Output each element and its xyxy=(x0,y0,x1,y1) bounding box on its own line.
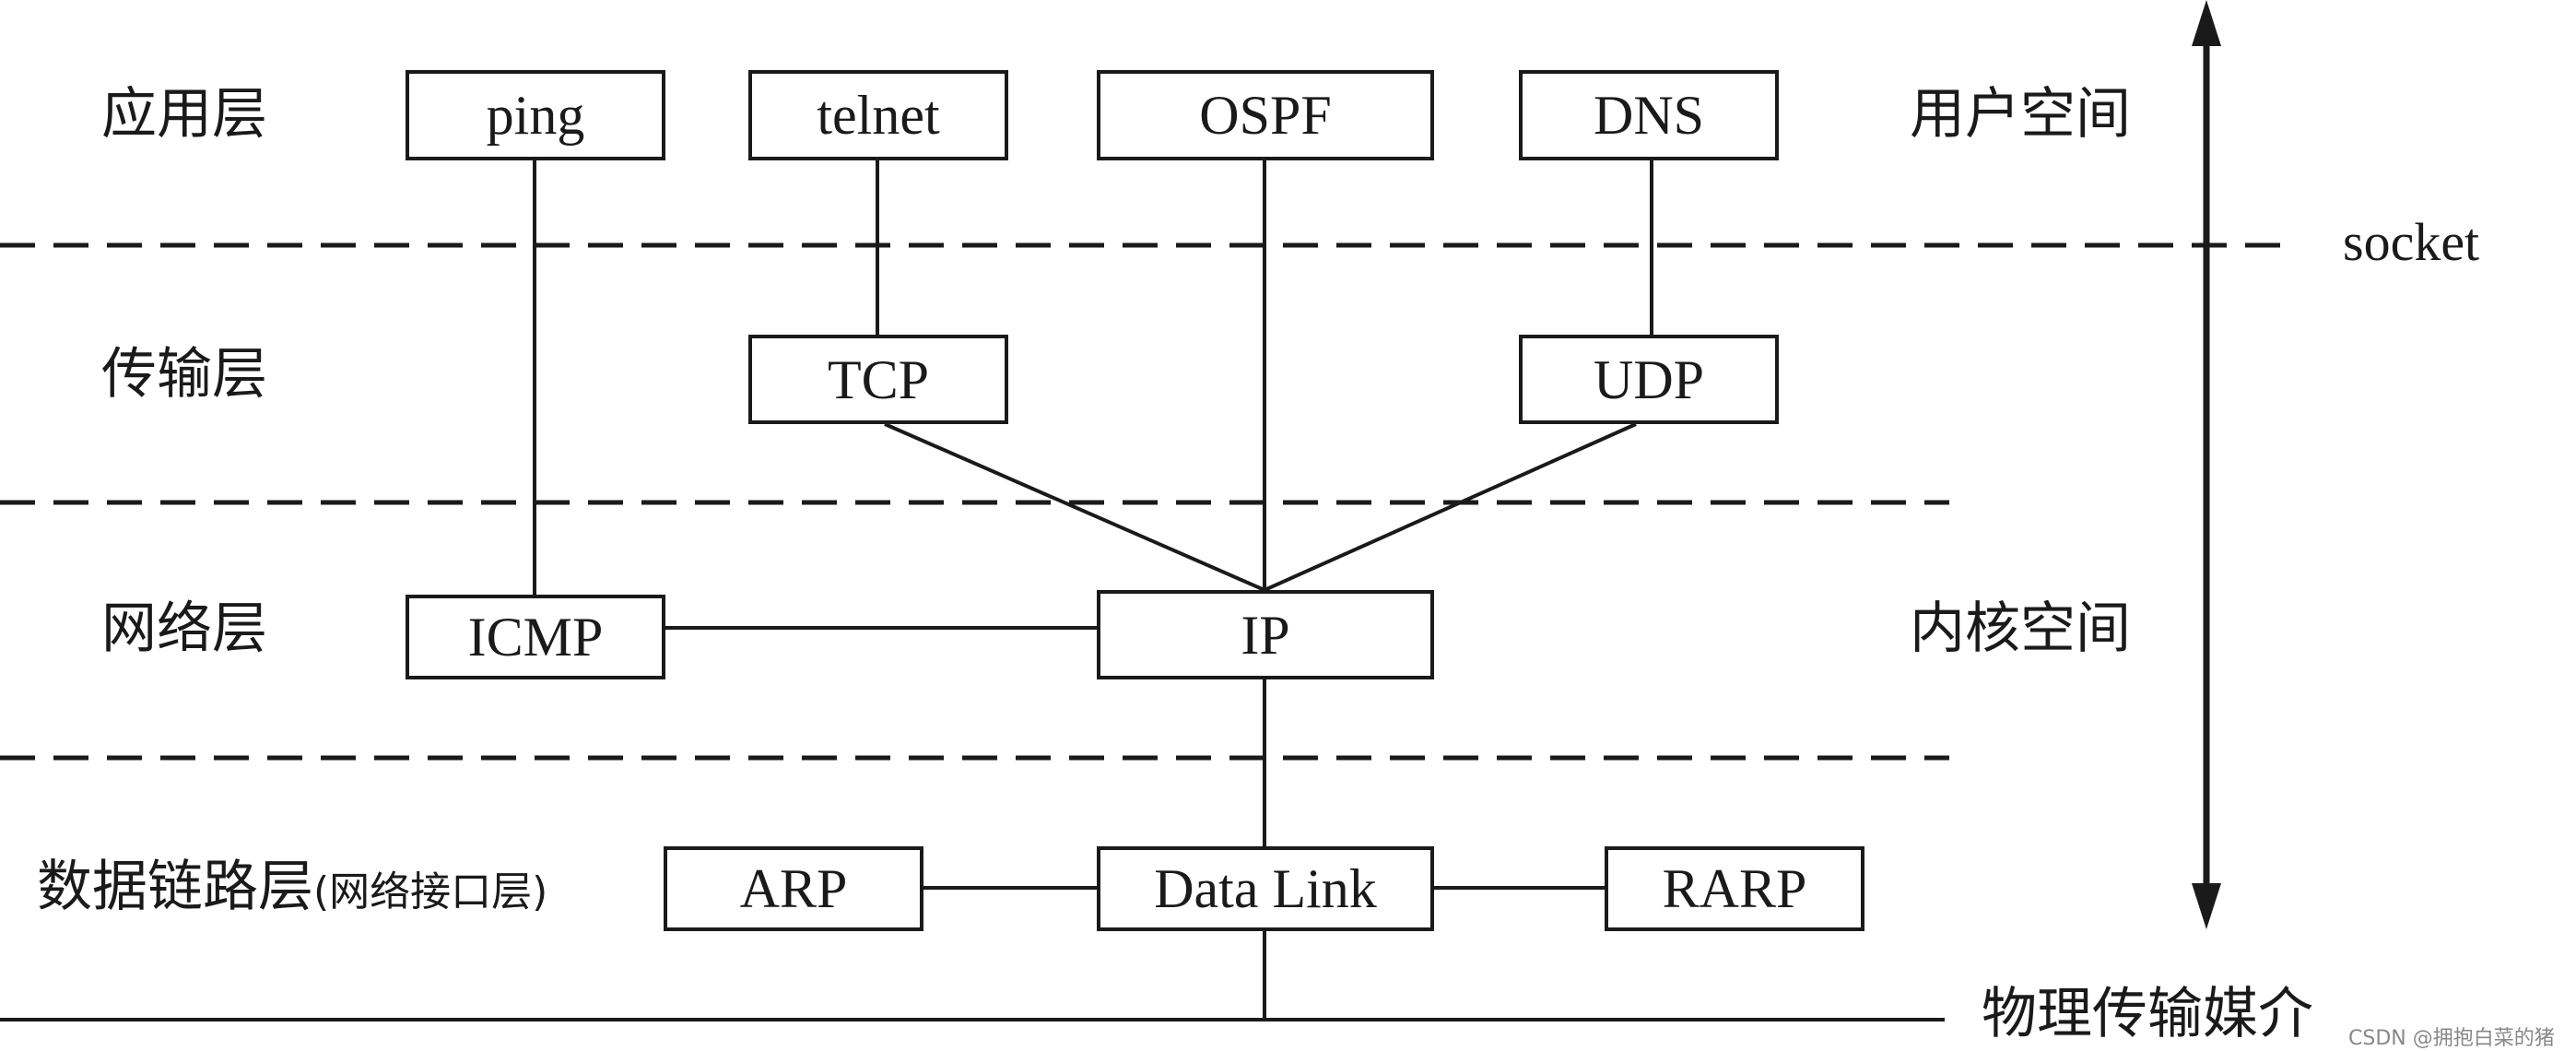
udp-ip-link xyxy=(1264,422,1637,592)
tcp-box: TCP xyxy=(748,335,1008,424)
csdn-watermark: CSDN @拥抱白菜的猪 xyxy=(2348,1027,2555,1050)
network-layer-label: 网络层 xyxy=(101,596,267,661)
application-layer-label: 应用层 xyxy=(101,82,267,147)
datalink-layer-name: 数据链路层 xyxy=(37,855,313,919)
socket-label: socket xyxy=(2343,212,2480,272)
arp-box: ARP xyxy=(664,846,923,931)
tcp-ip-link xyxy=(884,422,1265,592)
space-arrow-up-head xyxy=(2192,0,2221,46)
ospf-box: OSPF xyxy=(1097,70,1434,160)
ip-box: IP xyxy=(1097,590,1434,679)
datalink-layer-note: (网络接口层) xyxy=(313,868,548,915)
dns-box: DNS xyxy=(1519,70,1779,160)
kernel-space-label: 内核空间 xyxy=(1910,596,2131,661)
physical-medium-label: 物理传输媒介 xyxy=(1982,982,2313,1046)
rarp-box: RARP xyxy=(1605,846,1864,931)
user-space-label: 用户空间 xyxy=(1910,82,2131,147)
icmp-box: ICMP xyxy=(406,595,665,679)
ping-box: ping xyxy=(406,70,665,160)
udp-box: UDP xyxy=(1519,335,1779,424)
datalink-layer-label: 数据链路层(网络接口层) xyxy=(37,859,547,915)
space-arrow-down-head xyxy=(2192,883,2221,929)
telnet-box: telnet xyxy=(748,70,1008,160)
transport-layer-label: 传输层 xyxy=(101,342,267,407)
datalink-box: Data Link xyxy=(1097,846,1434,931)
